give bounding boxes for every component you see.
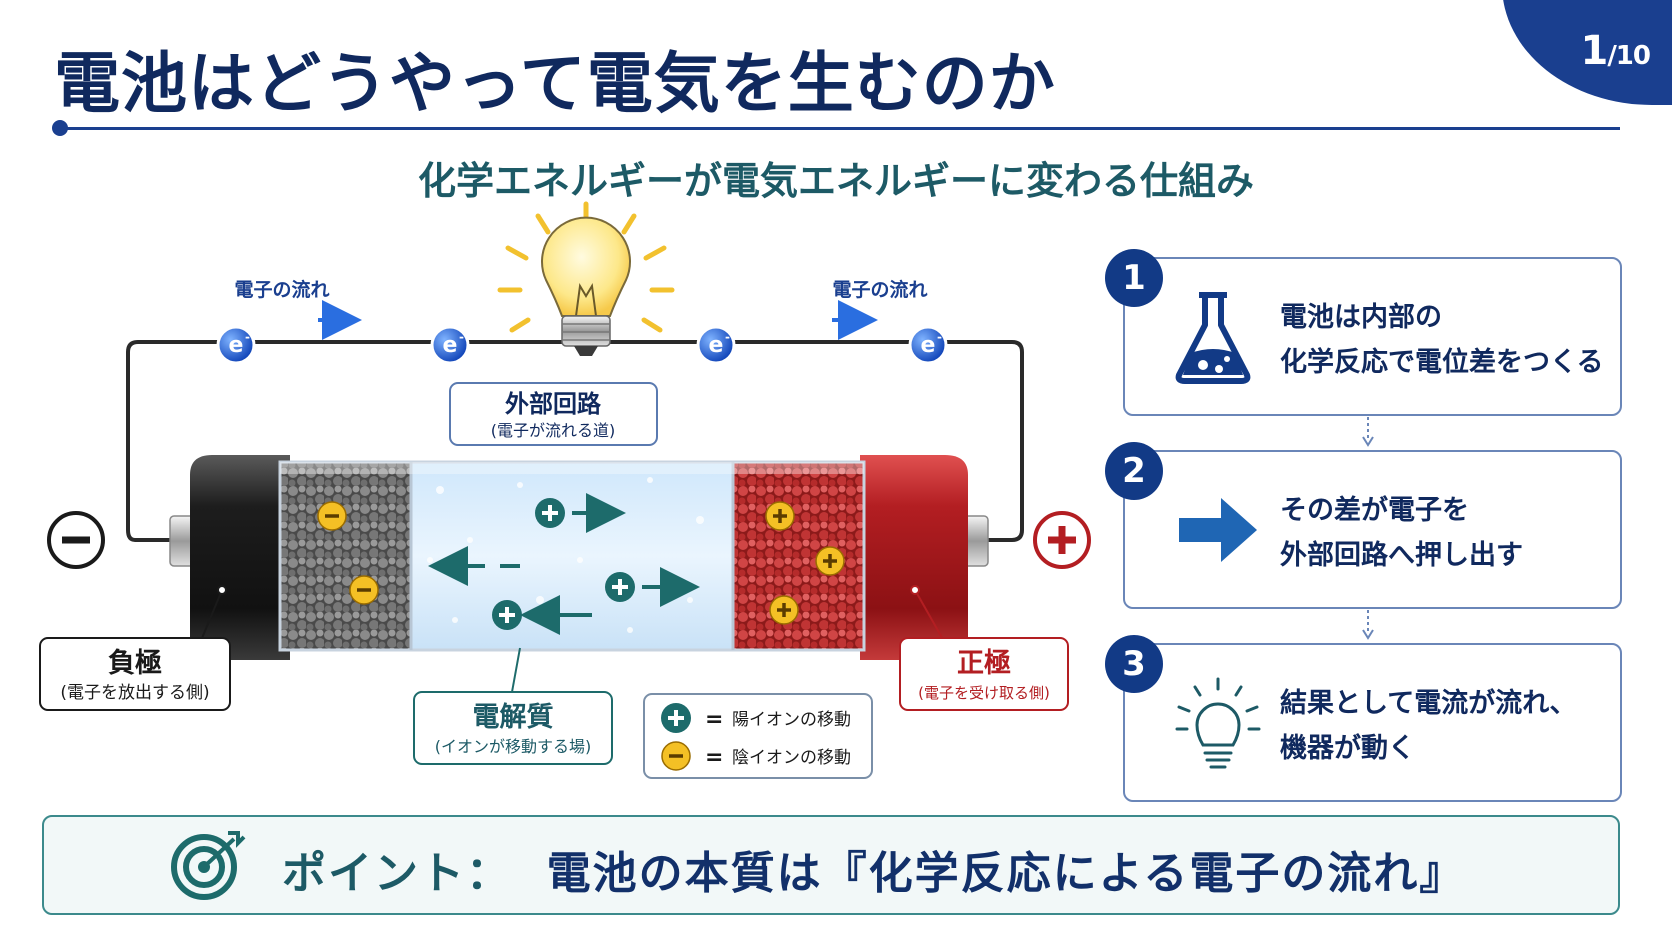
svg-text:陽イオンの移動: 陽イオンの移動 [732,710,851,730]
legend: = 陽イオンの移動 = 陰イオンの移動 [643,693,873,779]
svg-text:正極: 正極 [957,648,1011,679]
electron: e- [430,325,470,365]
svg-text:(電子が流れる道): (電子が流れる道) [491,421,616,440]
anion [316,500,348,532]
electrolyte-label: 電解質 (イオンが移動する場) [413,691,613,765]
electrolyte [412,462,732,650]
svg-text:(イオンが移動する場): (イオンが移動する場) [435,737,592,756]
positive-electrode-label: 正極 (電子を受け取る側) [899,637,1069,711]
plus-sign-icon [1033,511,1091,569]
cation [814,545,846,577]
lightbulb [497,201,675,356]
point-box: ポイント： 電池の本質は『化学反応による電子の流れ』 [42,815,1620,915]
subtitle: 化学エネルギーが電気エネルギーに変わる仕組み [417,159,1254,203]
cation [768,594,800,626]
step-number: 2 [1105,442,1163,500]
anion [348,574,380,606]
point-text: ポイント： 電池の本質は『化学反応による電子の流れ』 [282,848,1466,899]
legend-item-cation: = 陽イオンの移動 [659,701,851,735]
minus-sign-icon [47,511,105,569]
bulb-rays [497,201,675,333]
svg-text:e: e [709,333,724,358]
arrow-right-icon [1179,498,1257,562]
electron: e- [908,325,948,365]
svg-text:e: e [443,333,458,358]
step-number: 3 [1105,635,1163,693]
cation-movement [603,567,700,607]
step-connector-arrow [1362,610,1374,640]
lightbulb-icon [1175,677,1261,769]
svg-text:-: - [937,330,942,344]
step-card-1: 1 電池は内部の化学反応で電位差をつくる [1105,249,1622,416]
electron: e- [696,325,736,365]
electron: e- [216,325,256,365]
external-circuit-label: 外部回路 (電子が流れる道) [449,382,658,446]
step-text: 電池は内部の化学反応で電位差をつくる [1280,302,1604,378]
svg-text:-: - [245,330,250,344]
svg-text:負極: 負極 [108,648,162,679]
step-text: 結果として電流が流れ、機器が動く [1280,688,1577,764]
svg-text:外部回路: 外部回路 [505,390,602,418]
step-number: 1 [1105,249,1163,307]
svg-text:電解質: 電解質 [473,702,554,733]
svg-text:(電子を放出する側): (電子を放出する側) [60,683,209,703]
electron-flow-label-right: 電子の流れ [832,278,927,301]
page-title: 電池はどうやって電気を生むのか [54,45,1056,122]
svg-text:-: - [725,330,730,344]
cation-movement [533,493,626,533]
positive-end [860,455,968,660]
step-card-2: 2 その差が電子を外部回路へ押し出す [1105,442,1622,609]
battery-diagram: 電子の流れ 電子の流れ e- e- e- e- 外部回路 (電子が流れる道) [39,201,1091,779]
page-number: 1/10 [1580,28,1651,74]
title-rule [60,127,1620,130]
svg-text:=: = [705,745,723,770]
negative-electrode [280,462,410,650]
cation-movement [490,595,592,635]
step-connector-arrow [1362,417,1374,447]
svg-text:e: e [921,333,936,358]
svg-text:e: e [229,333,244,358]
target-icon [171,831,246,900]
step-text: その差が電子を外部回路へ押し出す [1280,495,1523,571]
positive-electrode [734,462,864,650]
svg-text:(電子を受け取る側): (電子を受け取る側) [918,684,1050,702]
electron-flow-label-left: 電子の流れ [234,278,329,301]
flask-icon [1175,292,1251,384]
battery-body [169,455,989,660]
negative-electrode-label: 負極 (電子を放出する側) [39,637,231,711]
step-card-3: 3 結果として電流が流れ、機器が動く [1105,635,1622,802]
svg-text:=: = [705,707,723,732]
svg-text:陰イオンの移動: 陰イオンの移動 [732,748,851,768]
cation [764,500,796,532]
svg-text:-: - [459,330,464,344]
legend-item-anion: = 陰イオンの移動 [660,740,851,772]
